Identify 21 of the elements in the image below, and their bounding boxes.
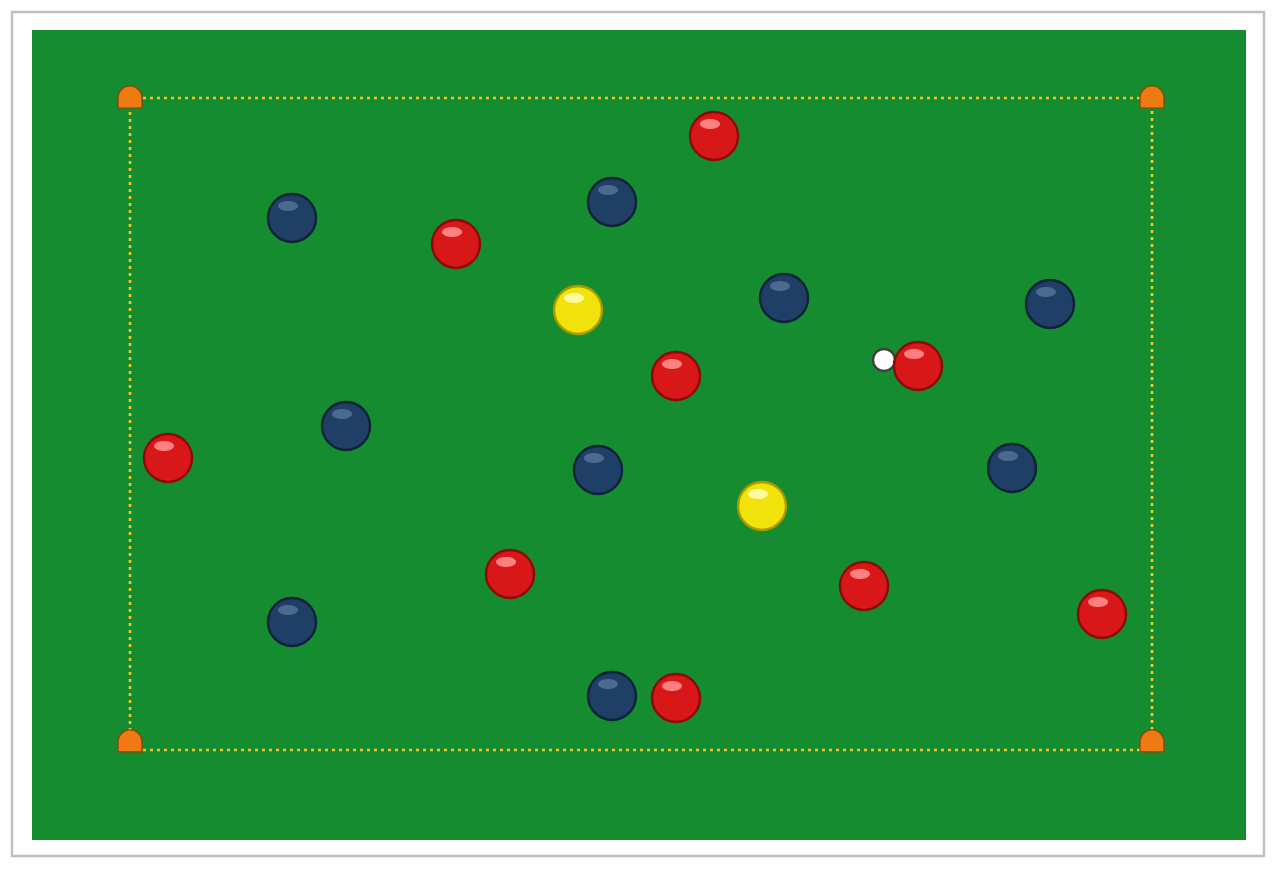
- player-disc: [430, 218, 482, 270]
- player-disc: [986, 442, 1038, 494]
- player-disc: [266, 192, 318, 244]
- player-disc: [688, 110, 740, 162]
- player-disc: [586, 670, 638, 722]
- player-disc: [758, 272, 810, 324]
- player-disc: [266, 596, 318, 648]
- player-disc: [650, 350, 702, 402]
- player-disc: [892, 340, 944, 392]
- player-disc: [552, 284, 604, 336]
- ball: [871, 347, 897, 373]
- player-disc: [1024, 278, 1076, 330]
- player-disc: [586, 176, 638, 228]
- player-disc: [736, 480, 788, 532]
- player-disc: [1076, 588, 1128, 640]
- player-disc: [484, 548, 536, 600]
- player-disc: [572, 444, 624, 496]
- player-disc: [838, 560, 890, 612]
- player-disc: [320, 400, 372, 452]
- player-disc: [650, 672, 702, 724]
- player-disc: [142, 432, 194, 484]
